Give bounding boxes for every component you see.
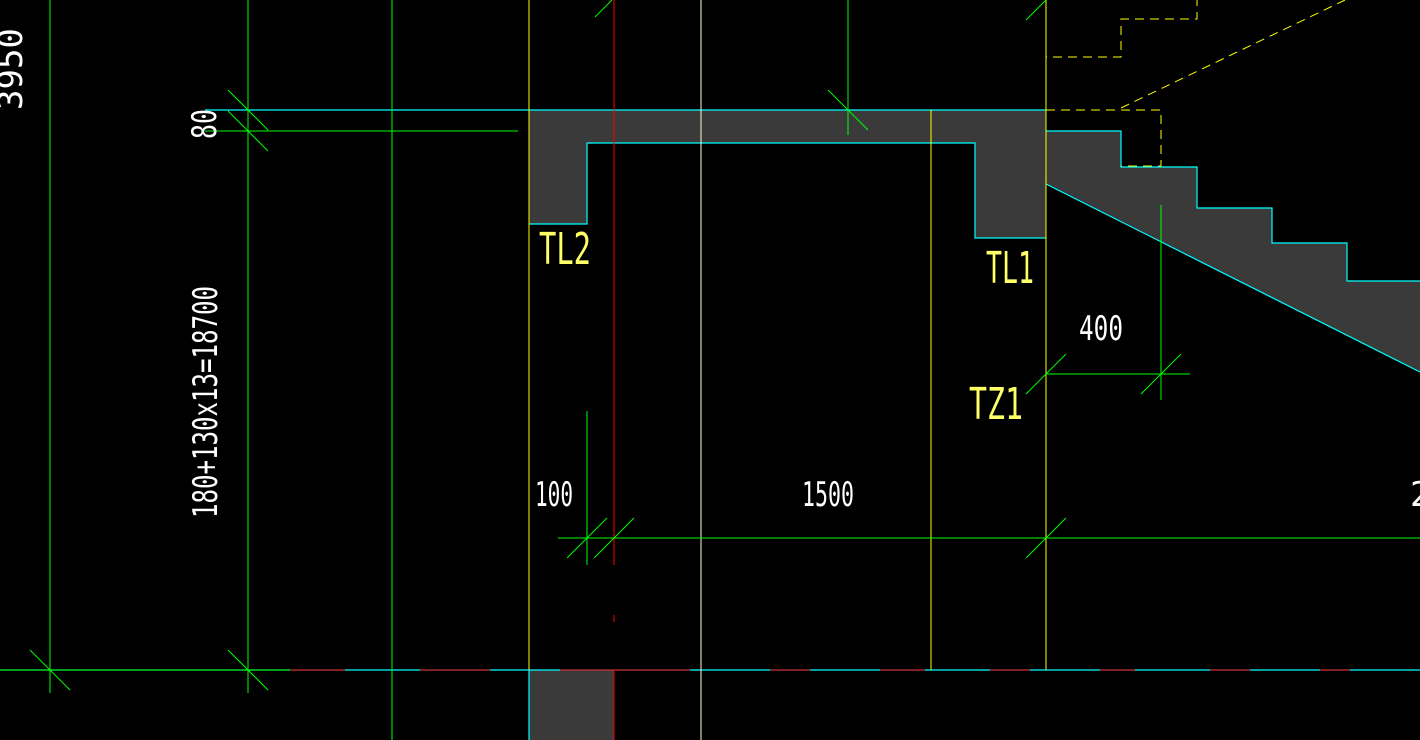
label-tl2: TL2	[539, 224, 591, 275]
stair-step-outline	[1046, 130, 1420, 282]
hidden-beam-outline	[1046, 109, 1162, 167]
stair-soffit-line	[1045, 183, 1420, 373]
upper-stair-hidden-soffit	[1120, 0, 1346, 109]
dim-text-1500: 1500	[802, 475, 854, 515]
upper-stair-hidden-steps	[1045, 0, 1198, 110]
dim-text-stair-formula: 180+130x13=18700	[186, 286, 226, 518]
dim-text-partial-right: 2	[1410, 475, 1420, 515]
member-labels: TL2 TL1 TZ1	[539, 224, 1034, 430]
concrete-sections	[529, 110, 1420, 740]
dim-text-80: 80	[185, 109, 225, 139]
label-tz1: TZ1	[969, 379, 1023, 430]
stair-flight	[1046, 131, 1420, 372]
landing-outline	[529, 142, 1046, 239]
dim-text-100: 100	[535, 475, 573, 515]
label-tl1: TL1	[986, 243, 1034, 294]
dim-text-3950: 3950	[0, 28, 31, 110]
axis-lines	[290, 0, 1350, 740]
dimension-texts: 3950 80 180+130x13=18700 400 100 1500 2	[0, 28, 1420, 518]
dim-ticks	[29, 0, 1182, 691]
dim-text-400: 400	[1079, 309, 1123, 349]
landing-slab-with-tl2	[529, 110, 1046, 238]
lower-wall-section	[529, 670, 614, 740]
structure-lines	[528, 0, 1346, 670]
